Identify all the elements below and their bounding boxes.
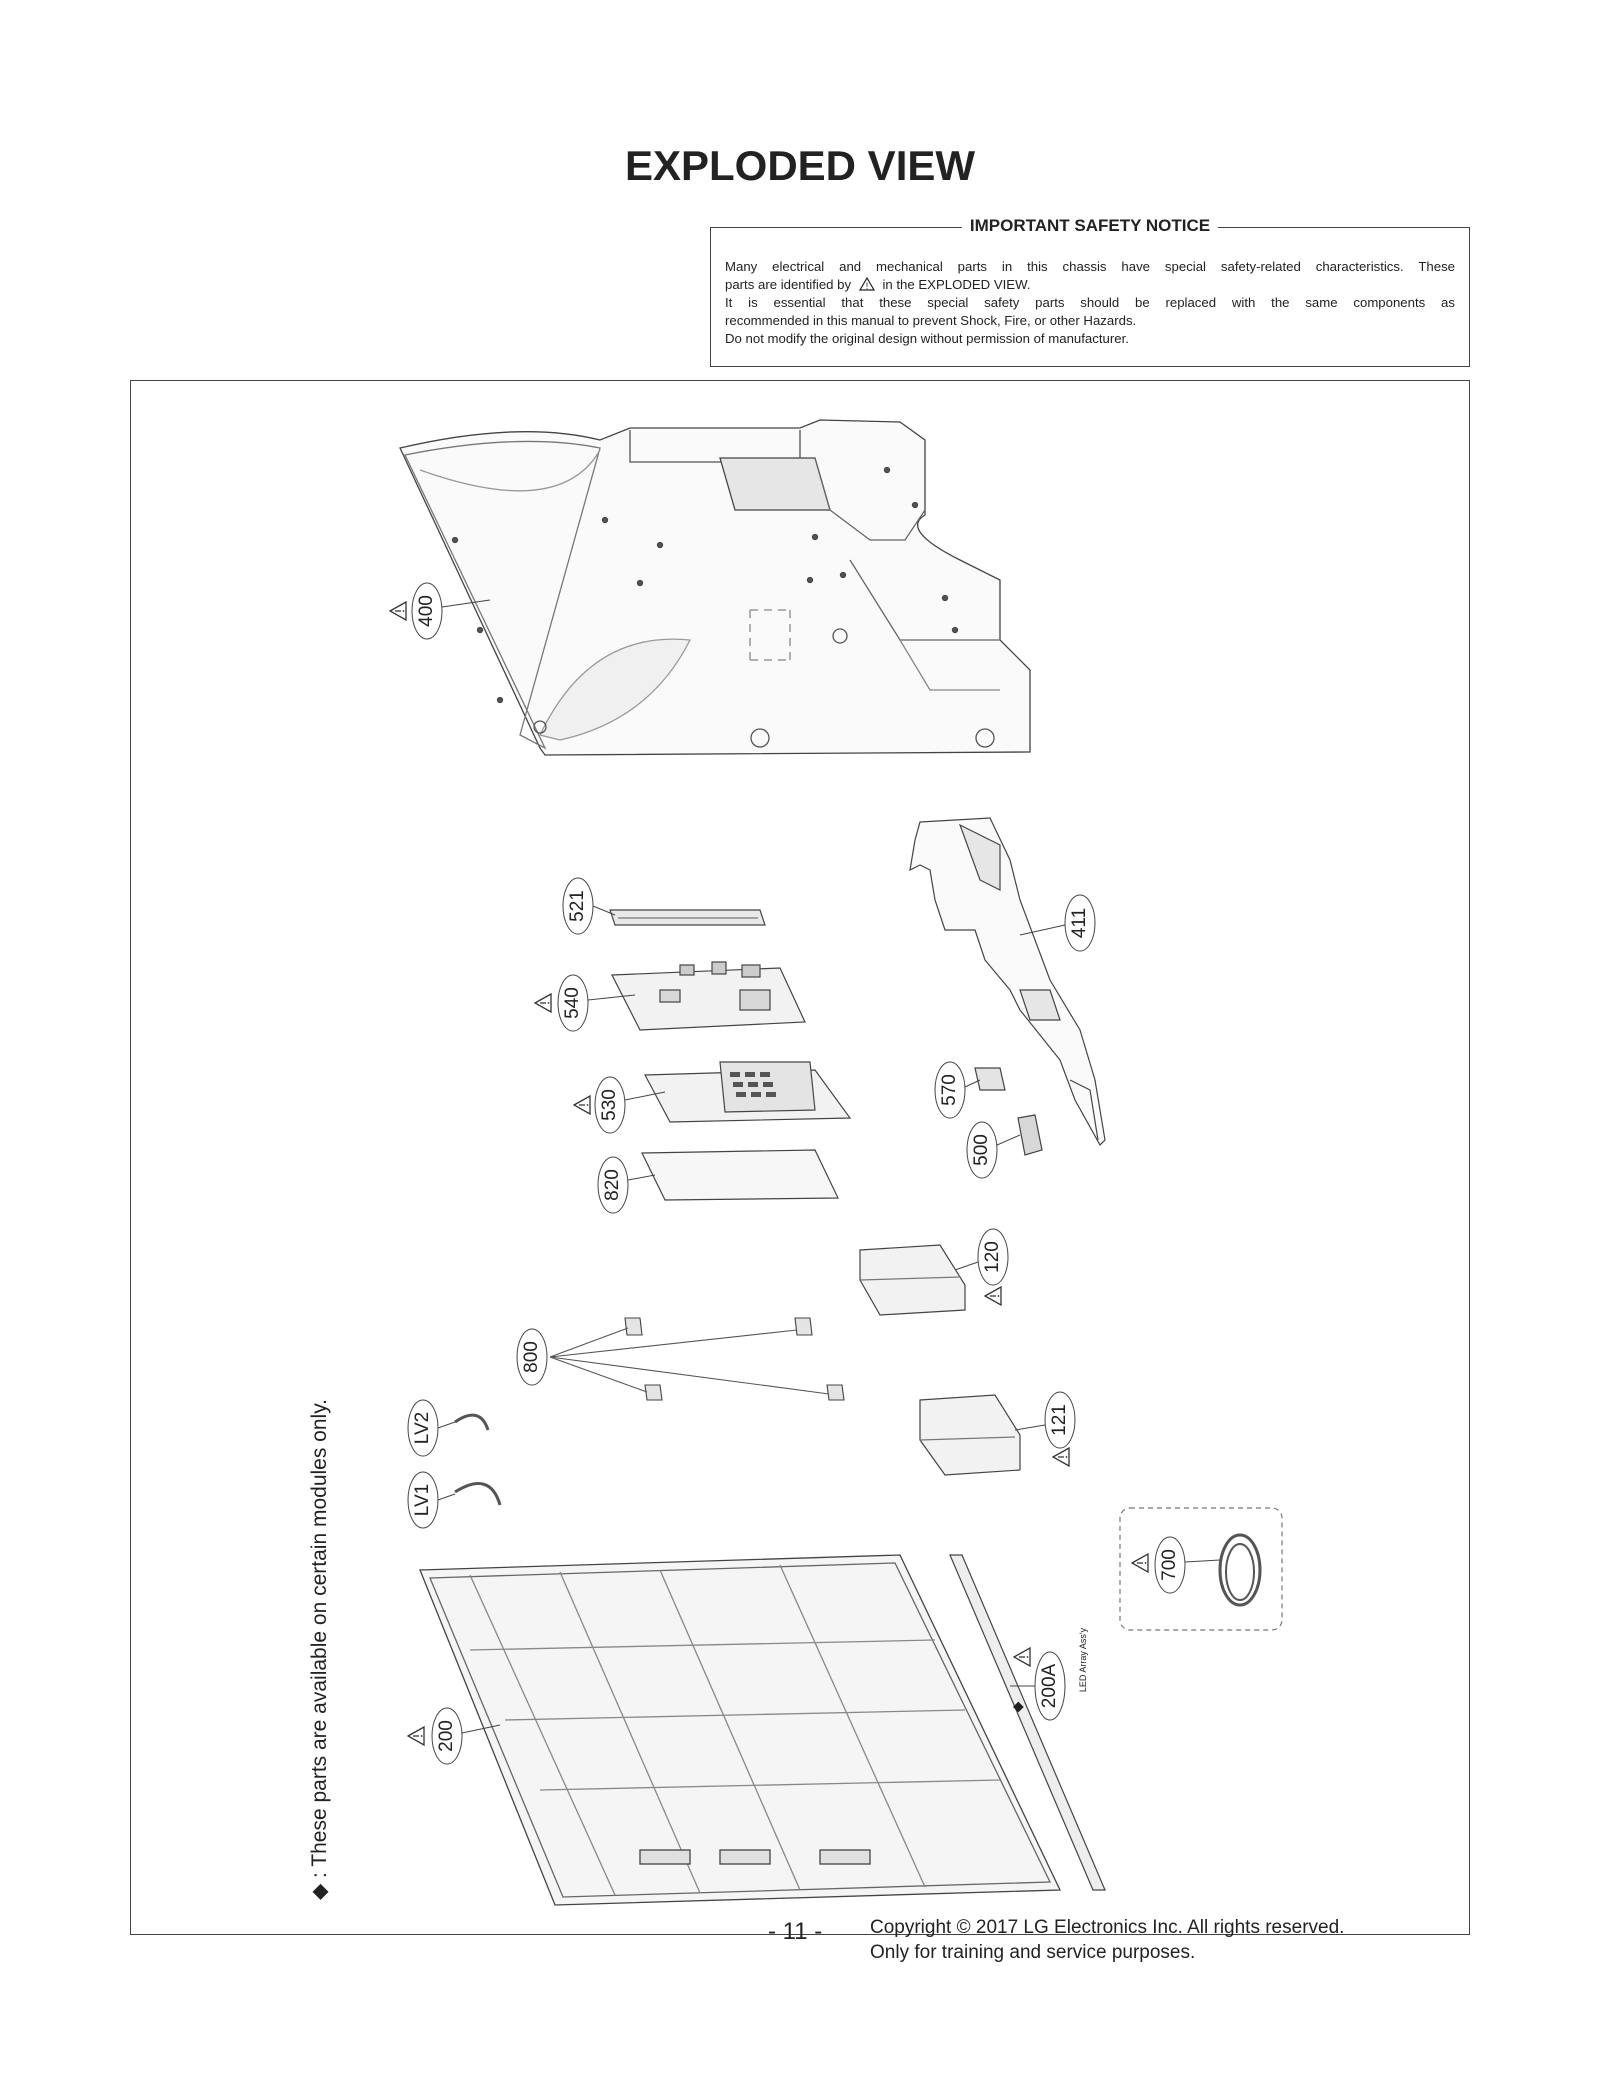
part-530-power-board	[644, 1061, 852, 1123]
warning-icon	[984, 1286, 1002, 1306]
warning-icon	[573, 1095, 591, 1115]
notice-line-2: parts are identified by ! in the EXPLODE…	[725, 276, 1455, 294]
svg-text:540: 540	[562, 987, 583, 1019]
svg-text:800: 800	[521, 1341, 542, 1373]
svg-text:121: 121	[1049, 1404, 1070, 1436]
page-number: - 11 -	[768, 1918, 823, 1945]
part-570	[974, 1067, 1006, 1091]
svg-text:411: 411	[1069, 908, 1090, 938]
notice-line-2b: in the EXPLODED VIEW.	[882, 277, 1031, 292]
callout-lv1: LV1	[407, 1471, 456, 1529]
modules-only-diamond-icon: ◆	[1009, 1701, 1025, 1712]
warning-icon	[389, 601, 407, 621]
copyright-line-1: Copyright © 2017 LG Electronics Inc. All…	[870, 1917, 1345, 1938]
callout-120: 120	[954, 1228, 1009, 1306]
callout-540: 540	[534, 974, 636, 1032]
part-800-brackets	[549, 1317, 845, 1401]
svg-text:500: 500	[971, 1134, 992, 1166]
svg-text:LV2: LV2	[412, 1412, 433, 1444]
warning-icon	[1013, 1647, 1031, 1667]
callout-570: 570	[934, 1061, 981, 1119]
modules-only-note-text: ◆ : These parts are available on certain…	[308, 1399, 331, 1900]
callout-121: 121	[1014, 1391, 1076, 1467]
svg-text:400: 400	[416, 595, 437, 627]
warning-icon	[407, 1726, 425, 1746]
notice-line-4: recommended in this manual to prevent Sh…	[725, 313, 1137, 328]
copyright-line-2: Only for training and service purposes.	[870, 1942, 1196, 1963]
callout-400: 400	[389, 582, 491, 640]
rear-frame-part	[909, 817, 1106, 1146]
callout-411: 411	[1019, 894, 1096, 952]
page-title: EXPLODED VIEW	[624, 142, 976, 189]
part-700-cable	[1119, 1507, 1283, 1631]
copyright-block: Copyright © 2017 LG Electronics Inc. All…	[870, 1915, 1344, 1965]
svg-text:200: 200	[436, 1720, 457, 1752]
part-121-speaker	[919, 1394, 1021, 1476]
warning-icon	[1131, 1553, 1149, 1573]
notice-line-5: Do not modify the original design withou…	[725, 331, 1129, 346]
safety-notice-box: IMPORTANT SAFETY NOTICE Many electrical …	[710, 216, 1470, 367]
callout-800: 800	[516, 1328, 548, 1386]
safety-notice-body: Many electrical and mechanical parts in …	[725, 258, 1455, 348]
lv1-cable	[454, 1482, 502, 1506]
svg-text:200A: 200A	[1039, 1663, 1060, 1708]
part-820-sheet	[641, 1149, 839, 1201]
callout-500: 500	[966, 1121, 1021, 1179]
svg-text:120: 120	[982, 1241, 1003, 1273]
notice-line-1: Many electrical and mechanical parts in …	[725, 259, 1455, 274]
part-500	[1017, 1114, 1043, 1156]
back-cover-part	[399, 419, 1031, 756]
notice-line-2a: parts are identified by	[725, 277, 852, 292]
callout-820: 820	[597, 1156, 656, 1214]
part-200-panel	[419, 1554, 1062, 1906]
part-540-main-board	[611, 961, 806, 1031]
svg-text:!: !	[866, 281, 869, 291]
svg-text:521: 521	[567, 890, 588, 922]
callout-700: 700	[1131, 1536, 1221, 1594]
led-array-label: LED Array Ass'y	[1078, 1627, 1088, 1692]
callout-521: 521	[562, 877, 616, 935]
part-521	[609, 909, 766, 926]
svg-text:530: 530	[599, 1089, 620, 1121]
lv2-cable	[454, 1413, 490, 1431]
diagram-frame	[130, 380, 1470, 1935]
svg-text:570: 570	[939, 1074, 960, 1106]
callout-200a: 200A ◆ LED Array Ass'y	[1009, 1627, 1088, 1721]
safety-notice-heading: IMPORTANT SAFETY NOTICE	[961, 216, 1219, 236]
svg-text:700: 700	[1159, 1549, 1180, 1581]
svg-text:LV1: LV1	[412, 1484, 433, 1516]
warning-icon	[534, 993, 552, 1013]
part-200a-led-bar	[949, 1554, 1106, 1891]
warning-icon	[1052, 1447, 1070, 1467]
notice-line-3: It is essential that these special safet…	[725, 295, 1455, 310]
callout-200: 200	[407, 1707, 501, 1765]
svg-text:820: 820	[602, 1169, 623, 1201]
part-120-speaker	[859, 1244, 966, 1316]
warning-triangle-icon: !	[858, 277, 875, 291]
callout-lv2: LV2	[407, 1399, 456, 1457]
callout-530: 530	[573, 1076, 666, 1134]
